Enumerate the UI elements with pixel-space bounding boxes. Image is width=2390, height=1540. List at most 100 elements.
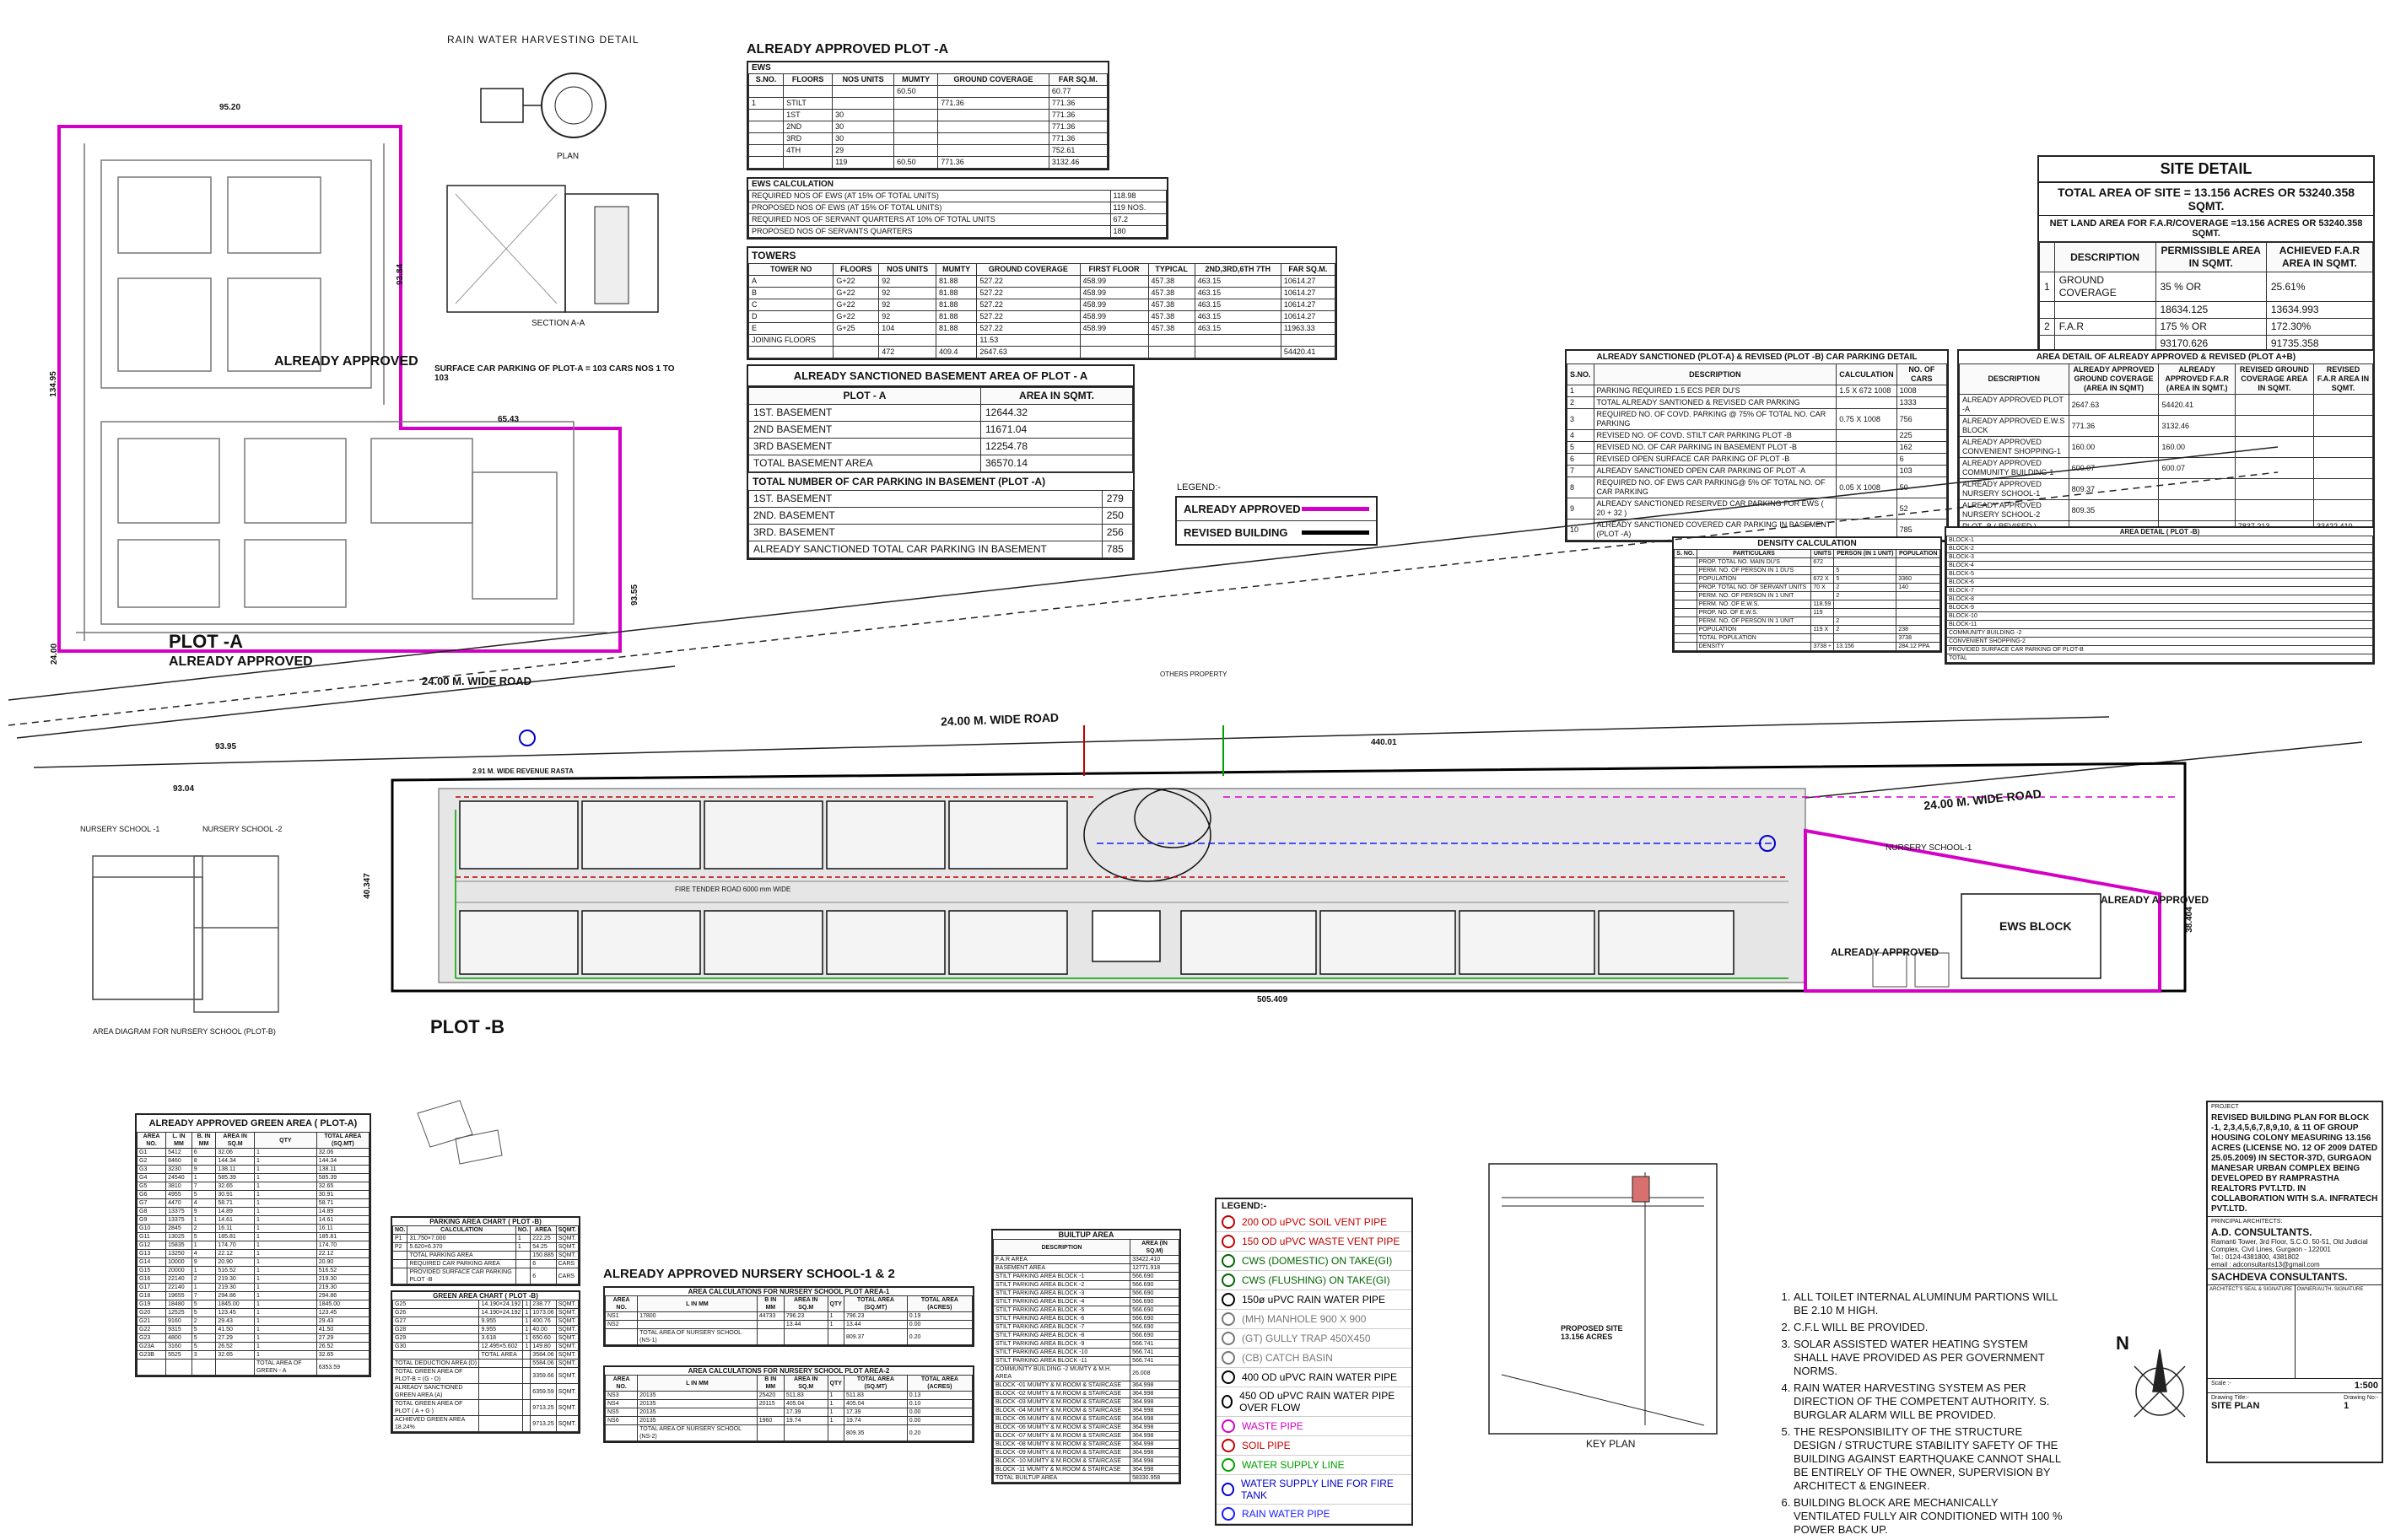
table-cell [637, 1320, 758, 1329]
table-cell: 15835 [165, 1241, 192, 1250]
table-cell: 81.88 [935, 299, 978, 311]
table-row: CONVENIENT SHOPPING-2 [1946, 637, 2373, 646]
table-cell: 150.885 [530, 1251, 557, 1260]
table-cell: 5584.06 [530, 1359, 557, 1368]
green-area-b-title: GREEN AREA CHART ( PLOT -B) [433, 1292, 538, 1300]
table-cell [2234, 457, 2314, 479]
table-cell: 9713.25 [530, 1399, 557, 1416]
table-cell: 0.75 X 1008 [1836, 408, 1897, 430]
column-header: AREA (IN SQ.M) [1130, 1239, 1179, 1256]
note-item: SOLAR ASSISTED WATER HEATING SYSTEM SHAL… [1794, 1338, 2064, 1378]
table-row: BLOCK-1 [1946, 536, 2373, 545]
table-cell: 409.4 [935, 346, 978, 358]
column-header: FLOORS [833, 263, 880, 276]
column-header: B IN MM [756, 1375, 785, 1392]
column-header: ALREADY APPROVED GROUND COVERAGE (AREA I… [2068, 363, 2160, 395]
table-cell: SQMT. [555, 1350, 580, 1360]
nursery-label: NURSERY SCHOOL-1 [1886, 843, 1972, 853]
table-cell [1810, 617, 1835, 626]
table-row: BLOCK-3 [1946, 552, 2373, 562]
table-cell: ALREADY APPROVED NURSERY SCHOOL-1 [1959, 478, 2069, 500]
table-cell: 27.29 [316, 1333, 370, 1343]
table-cell: TOTAL AREA OF NURSERY SCHOOL (NS-1) [637, 1328, 758, 1345]
column-header: NOS UNITS [878, 263, 936, 276]
table-cell: REQUIRED NO. OF COVD. PARKING @ 75% OF T… [1593, 408, 1837, 430]
already-approved-bottom: ALREADY APPROVED [1831, 946, 1940, 958]
rainwater-drawing [446, 73, 659, 313]
table-cell [832, 97, 895, 110]
service-symbol-icon [1222, 1312, 1235, 1326]
table-cell [1674, 574, 1697, 584]
table-cell [893, 109, 939, 121]
notes-list: ALL TOILET INTERNAL ALUMINUM PARTIONS WI… [1772, 1290, 2064, 1540]
table-cell: 6 [1567, 453, 1594, 466]
table-cell: ALREADY APPROVED PLOT -A [1959, 394, 2069, 416]
column-header: PARTICULARS [1696, 549, 1812, 558]
table-cell: TOTAL AREA OF NURSERY SCHOOL (NS-2) [637, 1424, 758, 1441]
table-cell: G2 [136, 1156, 167, 1166]
table-cell [604, 1328, 639, 1345]
table-cell: 44733 [756, 1311, 785, 1321]
table-cell [747, 121, 785, 133]
table-cell [478, 1399, 524, 1416]
table-cell: 6 [530, 1268, 557, 1284]
table-cell: PARKING REQUIRED 1.5 ECS PER DU'S [1593, 385, 1837, 397]
column-header: TOTAL AREA (ACRES) [906, 1375, 974, 1392]
services-legend-item: 400 OD uPVC RAIN WATER PIPE [1217, 1368, 1411, 1387]
table-cell: 144.34 [316, 1156, 370, 1166]
table-cell: 5525 [165, 1350, 192, 1360]
table-cell: 3738 [1896, 633, 1940, 643]
table-cell: STILT PARKING AREA BLOCK -6 [992, 1314, 1131, 1323]
ews-calc-table: EWS CALCULATION REQUIRED NOS OF EWS (AT … [747, 177, 1168, 240]
table-cell: G+22 [833, 287, 880, 299]
table-cell: 516.52 [215, 1266, 255, 1275]
road-label-3: 24.00 M. WIDE ROAD [1923, 786, 2042, 813]
table-cell [1674, 591, 1697, 600]
basement-table: ALREADY SANCTIONED BASEMENT AREA OF PLOT… [747, 364, 1135, 560]
table-cell: 60.50 [893, 156, 939, 169]
table-cell: 27.29 [215, 1333, 255, 1343]
table-cell: BLOCK-2 [1946, 544, 2373, 553]
table-cell: 1 [2039, 272, 2055, 302]
table-cell [833, 346, 880, 358]
column-header: NO. [391, 1225, 408, 1235]
table-cell: 1 [253, 1232, 317, 1241]
table-cell: 5.620×6.370 [407, 1242, 516, 1252]
table-cell: 1 [747, 97, 785, 110]
plot-a-label: PLOT -A [169, 631, 243, 652]
table-cell [604, 1424, 639, 1441]
table-cell: G+22 [833, 275, 880, 288]
table-cell [2039, 301, 2055, 319]
table-cell: 364.998 [1130, 1440, 1179, 1449]
table-cell [2312, 436, 2374, 458]
table-cell: 5 [191, 1232, 217, 1241]
table-cell [165, 1359, 192, 1376]
table-cell: 238 [1896, 625, 1940, 634]
table-cell: BLOCK-3 [1946, 552, 2373, 562]
table-cell: 3.618 [478, 1333, 524, 1343]
table-cell: 222.25 [530, 1234, 557, 1243]
table-cell: BLOCK -01 MUMTY & M.ROOM & STAIRCASE [992, 1381, 1131, 1390]
column-header: REVISED GROUND COVERAGE AREA IN SQMT. [2234, 363, 2314, 395]
road-label-1: 24.00 M. WIDE ROAD [422, 675, 532, 687]
table-cell [2053, 301, 2156, 319]
table-cell: 364.998 [1130, 1431, 1179, 1440]
table-cell: C [747, 299, 834, 311]
nursery-title: ALREADY APPROVED NURSERY SCHOOL-1 & 2 [603, 1267, 895, 1281]
table-cell: 92 [878, 299, 936, 311]
area-detail-title: AREA DETAIL OF ALREADY APPROVED & REVISE… [2036, 353, 2296, 362]
table-cell: 12771.918 [1130, 1263, 1179, 1273]
services-legend-item: CWS (FLUSHING) ON TAKE(GI) [1217, 1271, 1411, 1290]
